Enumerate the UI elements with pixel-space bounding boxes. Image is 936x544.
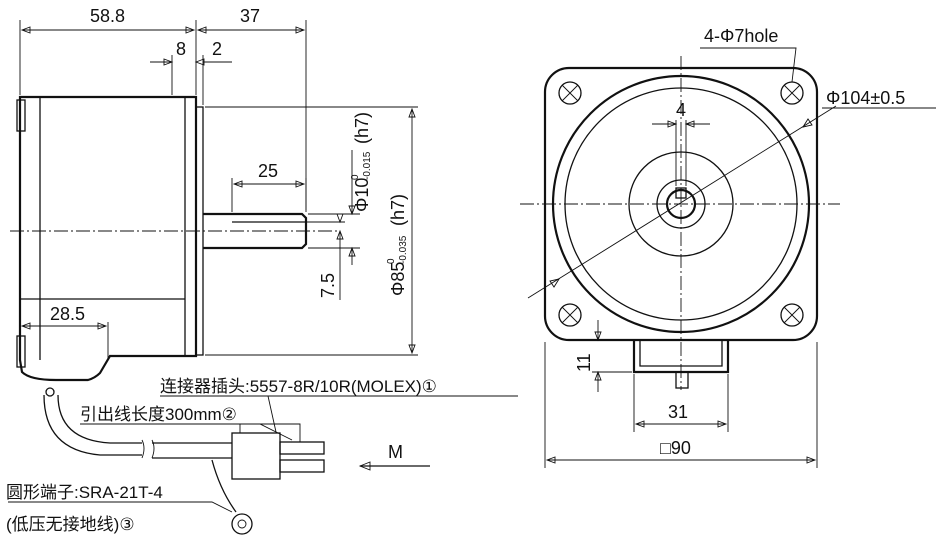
dim-pilot-diameter-tol-lower: -0.035 [398, 235, 409, 264]
connector-pin-upper [279, 441, 325, 455]
boss-offset: 11 [574, 353, 594, 372]
dim-pilot-height: 2 [212, 39, 222, 59]
dim-total-length: 58.8 [90, 6, 125, 26]
side-view: 58.8 37 8 2 25 Φ10 0 -0.015 (h7) 7 [6, 6, 518, 535]
lead-length-label: 引出线长度300mm② [80, 405, 237, 424]
terminal-label: 圆形端子:SRA-21T-4 [6, 483, 163, 502]
lead-wire-lower [57, 394, 142, 444]
body-clip-upper [16, 99, 26, 132]
pcd-label: Φ104±0.5 [826, 88, 905, 108]
lead-wire-upper [43, 394, 142, 456]
dim-shaft-diameter-tol-upper: 0 [350, 174, 361, 180]
mount-hole-bl [558, 303, 582, 327]
key-width: 4 [676, 100, 686, 120]
ring-terminal-hole [237, 519, 247, 529]
connector-pin-lower [279, 459, 325, 473]
mount-hole-br [780, 303, 804, 327]
connector-label: 连接器插头:5557-8R/10R(MOLEX)① [160, 377, 437, 396]
mount-hole-tl [558, 81, 582, 105]
square-size: □90 [660, 438, 691, 458]
dim-shaft-flat-length: 25 [258, 161, 278, 181]
dim-pilot-diameter: Φ85 [388, 262, 408, 296]
dim-pilot-diameter-tol-upper: 0 [386, 258, 397, 264]
dim-flat-offset: 7.5 [318, 273, 338, 298]
front-view: 4-Φ7hole Φ104±0.5 4 11 31 □90 [520, 26, 936, 468]
pcd-diagonal [527, 105, 837, 299]
lead-boss-line [639, 340, 723, 367]
dim-shaft-length: 37 [240, 6, 260, 26]
terminal-note: (低压无接地线)③ [6, 515, 135, 534]
ground-wire [211, 459, 237, 513]
dim-shaft-diameter-tol-lower: -0.015 [362, 151, 373, 180]
motor-body-outline [18, 95, 198, 382]
connector-housing [231, 432, 281, 480]
dim-pilot-diameter-fit: (h7) [388, 194, 408, 226]
hole-label: 4-Φ7hole [704, 26, 778, 46]
dim-lead-exit: 28.5 [50, 304, 85, 324]
dim-shaft-diameter-fit: (h7) [352, 112, 372, 144]
view-arrow-label: M [388, 442, 403, 462]
lead-grommet [45, 387, 55, 397]
dim-shaft-diameter: Φ10 [352, 178, 372, 212]
dim-flange-thickness: 8 [176, 39, 186, 59]
ring-terminal [231, 513, 253, 535]
lead-boss-key [675, 371, 689, 389]
body-clip-lower [16, 335, 26, 368]
boss-width: 31 [668, 402, 688, 422]
mount-hole-tr [780, 81, 804, 105]
